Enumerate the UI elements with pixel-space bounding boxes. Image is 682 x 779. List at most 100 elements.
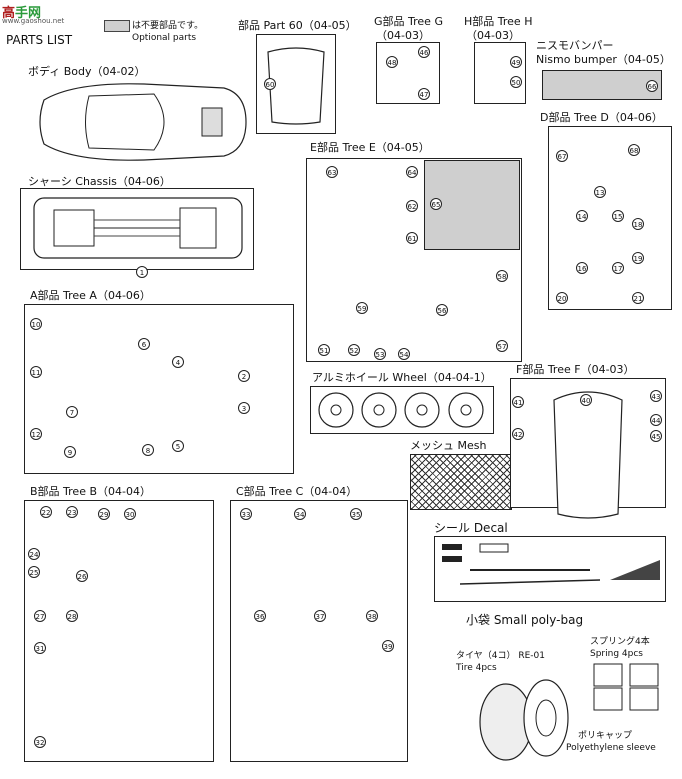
part-number-15: 15 <box>612 210 624 222</box>
optional-note: Optional parts <box>132 33 197 43</box>
nismo-label-jp: ニスモバンパー <box>536 39 614 52</box>
tire-label-jp: タイヤ（4コ） RE-01 <box>456 651 545 661</box>
nismo-label-en: Nismo bumper（04-05） <box>536 53 671 66</box>
part-number-66: 66 <box>646 80 658 92</box>
part-number-18: 18 <box>632 218 644 230</box>
treeE-label: E部品 Tree E（04-05） <box>310 141 430 154</box>
part-number-33: 33 <box>240 508 252 520</box>
treeF-label: F部品 Tree F（04-03） <box>516 363 635 376</box>
mesh-sheet <box>410 454 512 510</box>
treeH-frame <box>474 42 526 104</box>
optional-swatch <box>104 20 130 32</box>
part-number-42: 42 <box>512 428 524 440</box>
polybag-label: 小袋 Small poly-bag <box>466 613 584 627</box>
part-number-7: 7 <box>66 406 78 418</box>
treeG-code: （04-03） <box>376 29 430 42</box>
treeH-label: H部品 Tree H <box>464 15 533 28</box>
not-used-note: は不要部品です。 <box>132 21 204 31</box>
decal-drawing <box>442 543 660 585</box>
part-number-14: 14 <box>576 210 588 222</box>
part-number-57: 57 <box>496 340 508 352</box>
part-number-60: 60 <box>264 78 276 90</box>
part-number-24: 24 <box>28 548 40 560</box>
treeA-frame <box>24 304 294 474</box>
part-number-47: 47 <box>418 88 430 100</box>
part-number-48: 48 <box>386 56 398 68</box>
part-number-50: 50 <box>510 76 522 88</box>
part-number-25: 25 <box>28 566 40 578</box>
chassis-drawing <box>33 197 243 259</box>
decal-label: シール Decal <box>434 521 508 535</box>
part-number-36: 36 <box>254 610 266 622</box>
chassis-frame <box>20 188 254 270</box>
part-number-31: 31 <box>34 642 46 654</box>
part-number-38: 38 <box>366 610 378 622</box>
part-number-4: 4 <box>172 356 184 368</box>
part-number-63: 63 <box>326 166 338 178</box>
part-number-65: 65 <box>430 198 442 210</box>
wheels-drawing <box>318 392 484 428</box>
cap-label-en: Polyethylene sleeve <box>566 743 656 753</box>
part-number-61: 61 <box>406 232 418 244</box>
treeC-frame <box>230 500 408 762</box>
part-number-8: 8 <box>142 444 154 456</box>
part-number-68: 68 <box>628 144 640 156</box>
roof-drawing <box>553 391 623 519</box>
part-number-27: 27 <box>34 610 46 622</box>
treeH-code: （04-03） <box>466 29 520 42</box>
part-number-5: 5 <box>172 440 184 452</box>
part-number-45: 45 <box>650 430 662 442</box>
part-number-28: 28 <box>66 610 78 622</box>
mesh-label: メッシュ Mesh <box>410 439 487 452</box>
tires-drawing <box>479 679 569 761</box>
part-number-64: 64 <box>406 166 418 178</box>
treeB-label: B部品 Tree B（04-04） <box>30 485 151 498</box>
part-number-32: 32 <box>34 736 46 748</box>
part-number-30: 30 <box>124 508 136 520</box>
part-number-52: 52 <box>348 344 360 356</box>
body-label: ボディ Body（04-02） <box>28 65 146 78</box>
part-number-26: 26 <box>76 570 88 582</box>
wheel-label: アルミホイール Wheel（04-04-1） <box>312 371 492 384</box>
part-number-9: 9 <box>64 446 76 458</box>
tire-label-en: Tire 4pcs <box>456 663 497 673</box>
part-number-11: 11 <box>30 366 42 378</box>
part-number-43: 43 <box>650 390 662 402</box>
part-number-62: 62 <box>406 200 418 212</box>
part-number-3: 3 <box>238 402 250 414</box>
treeB-frame <box>24 500 214 762</box>
part-number-37: 37 <box>314 610 326 622</box>
part-number-20: 20 <box>556 292 568 304</box>
part-number-44: 44 <box>650 414 662 426</box>
part-number-6: 6 <box>138 338 150 350</box>
part-number-16: 16 <box>576 262 588 274</box>
part-number-10: 10 <box>30 318 42 330</box>
part-number-53: 53 <box>374 348 386 360</box>
part-number-2: 2 <box>238 370 250 382</box>
part-number-23: 23 <box>66 506 78 518</box>
part-number-13: 13 <box>594 186 606 198</box>
watermark-logo: 高手网 <box>2 6 42 21</box>
part-number-40: 40 <box>580 394 592 406</box>
body-drawing <box>39 83 247 161</box>
treeD-frame <box>548 126 672 310</box>
part-number-29: 29 <box>98 508 110 520</box>
nismo-bumper-frame <box>542 70 662 100</box>
part-number-39: 39 <box>382 640 394 652</box>
chassis-label: シャーシ Chassis（04-06） <box>28 175 171 188</box>
part-number-22: 22 <box>40 506 52 518</box>
part-number-21: 21 <box>632 292 644 304</box>
part-number-58: 58 <box>496 270 508 282</box>
part-number-12: 12 <box>30 428 42 440</box>
part-number-54: 54 <box>398 348 410 360</box>
part-number-19: 19 <box>632 252 644 264</box>
part-number-17: 17 <box>612 262 624 274</box>
part-number-46: 46 <box>418 46 430 58</box>
treeA-label: A部品 Tree A（04-06） <box>30 289 151 302</box>
part60-label: 部品 Part 60（04-05） <box>238 19 357 32</box>
treeG-frame <box>376 42 440 104</box>
treeD-label: D部品 Tree D（04-06） <box>540 111 663 124</box>
treeC-label: C部品 Tree C（04-04） <box>236 485 358 498</box>
watermark-url: www.gaoshou.net <box>2 17 65 25</box>
part-number-49: 49 <box>510 56 522 68</box>
